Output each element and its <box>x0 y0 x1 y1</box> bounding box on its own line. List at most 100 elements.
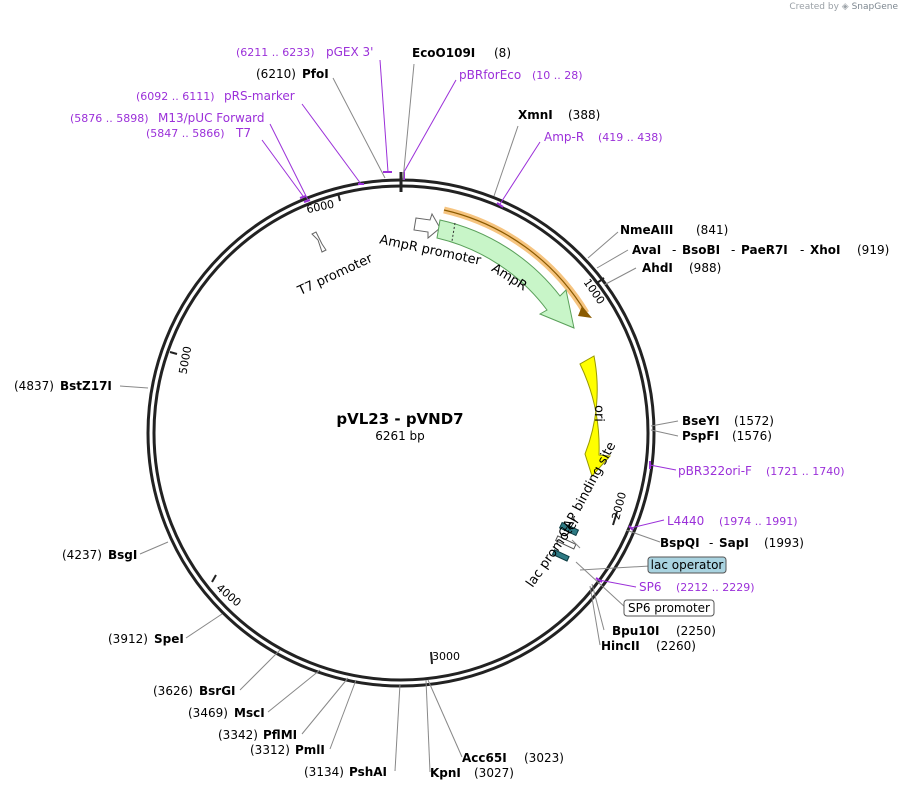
primer-mark-t7 <box>299 195 307 199</box>
leader-bseyi <box>650 420 679 427</box>
enzyme-bpu10i-pos: (2250) <box>676 624 716 638</box>
enzyme-acc65i-name: Acc65I <box>462 751 507 765</box>
enzyme-spei-pos: (3912) <box>108 632 148 646</box>
leader-pfoi <box>332 77 386 179</box>
enzyme-xmni-name: XmnI <box>518 108 553 122</box>
sep-3: - <box>800 243 804 257</box>
leader-lacop <box>579 565 651 571</box>
enzyme-xhoi-name: XhoI <box>810 243 841 257</box>
leader-ahdi <box>603 267 637 286</box>
plasmid-name: pVL23 - pVND7 <box>336 410 463 428</box>
leader-t7 <box>261 139 304 197</box>
primer-m13-range: (5876 .. 5898) <box>70 112 149 125</box>
leader-pgex <box>379 59 389 173</box>
primer-pbr322ori-name: pBR322ori-F <box>678 464 752 478</box>
cap-binding-site-box <box>558 521 580 537</box>
leader-pbr322ori <box>649 464 677 471</box>
sep-2: - <box>731 243 735 257</box>
leader-pflmi <box>301 677 349 735</box>
enzyme-sapi-name: SapI <box>719 536 749 550</box>
enzyme-pfoi-name: PfoI <box>302 67 329 81</box>
sep-1: - <box>672 243 676 257</box>
enzyme-bsrgi-name: BsrGI <box>199 684 236 698</box>
primer-l4440-range: (1974 .. 1991) <box>719 515 798 528</box>
enzyme-nmeaiii-pos: (841) <box>696 223 728 237</box>
enzyme-pshai-name: PshAI <box>349 765 387 779</box>
leader-spei <box>185 613 223 639</box>
leader-bsrgi <box>239 649 281 691</box>
enzyme-bseyi-name: BseYI <box>682 414 720 428</box>
leader-cap <box>571 539 581 549</box>
leader-hincii <box>589 585 601 646</box>
leader-pspfi <box>650 429 679 437</box>
enzyme-paer7i-name: PaeR7I <box>741 243 788 257</box>
enzyme-msci-name: MscI <box>234 706 265 720</box>
enzyme-pflmi-name: PflMI <box>263 728 297 742</box>
lac-operator-box <box>551 549 570 562</box>
lac-operator-label-box <box>647 556 727 574</box>
primer-l4440-name: L4440 <box>667 514 704 528</box>
credit-prefix: Created by <box>789 2 839 12</box>
enzyme-nmeaiii-name: NmeAIII <box>620 223 673 237</box>
enzyme-bsgi-pos: (4237) <box>62 548 102 562</box>
primer-mark-m13 <box>303 199 311 203</box>
primer-sp6-range: (2212 .. 2229) <box>676 581 755 594</box>
credit-brand: SnapGene <box>851 2 898 12</box>
enzyme-pshai-pos: (3134) <box>304 765 344 779</box>
enzyme-bstz17i-pos: (4837) <box>14 379 54 393</box>
enzyme-pflmi-pos: (3342) <box>218 728 258 742</box>
leader-pbrforeco <box>403 79 457 173</box>
tick-label-3000: 3000 <box>432 650 460 663</box>
leader-ampr-primer <box>499 141 541 205</box>
enzyme-acc65i-pos: (3023) <box>524 751 564 765</box>
leader-acc65i <box>427 679 463 758</box>
primer-mark-ampr <box>496 202 504 208</box>
primer-m13-name: M13/pUC Forward <box>158 111 265 125</box>
enzyme-bsobi-name: BsoBI <box>682 243 720 257</box>
tick-label-6000: 6000 <box>305 198 335 217</box>
leader-nmeaiii <box>587 231 619 259</box>
enzyme-pmli-name: PmlI <box>295 743 325 757</box>
ampr-orf-arrowhead <box>578 306 592 318</box>
enzyme-kpni-name: KpnI <box>430 766 461 780</box>
enzyme-ahdi-pos: (988) <box>689 261 721 275</box>
primer-prs-range: (6092 .. 6111) <box>136 90 215 103</box>
enzyme-bsgi-name: BsgI <box>108 548 137 562</box>
enzyme-kpni-pos: (3027) <box>474 766 514 780</box>
enzyme-bsrgi-pos: (3626) <box>153 684 193 698</box>
primer-sp6-name: SP6 <box>639 580 662 594</box>
leader-bsgi <box>139 541 169 555</box>
primer-pbrforeco-range: (10 .. 28) <box>532 69 583 82</box>
tick-4000 <box>211 574 217 583</box>
enzyme-ecoo109i-name: EcoO109I <box>412 46 475 60</box>
tick-1000 <box>596 277 605 284</box>
t7-promoter-arrow <box>311 231 327 253</box>
leader-sp6prom <box>575 561 627 609</box>
sp6-promoter-label: SP6 promoter <box>628 601 710 615</box>
leader-bstz17i <box>119 385 149 389</box>
primer-ampr-name: Amp-R <box>544 130 584 144</box>
enzyme-bseyi-pos: (1572) <box>734 414 774 428</box>
tick-6000 <box>337 192 341 202</box>
primer-prs-name: pRS-marker <box>224 89 295 103</box>
enzyme-bpu10i-name: Bpu10I <box>612 624 659 638</box>
leader-bpu10i <box>591 583 605 631</box>
leader-l4440 <box>630 519 665 529</box>
tick-label-4000: 4000 <box>214 581 244 609</box>
enzyme-avai-name: AvaI <box>632 243 661 257</box>
leader-kpni <box>425 679 431 773</box>
enzyme-pspfi-pos: (1576) <box>732 429 772 443</box>
leader-msci <box>267 669 321 713</box>
enzyme-leaders <box>119 63 679 773</box>
enzyme-bstz17i-name: BstZ17I <box>60 379 112 393</box>
primer-t7-range: (5847 .. 5866) <box>146 127 225 140</box>
enzyme-hincii-name: HincII <box>601 639 640 653</box>
tick-2000 <box>612 511 618 526</box>
enzyme-sapi-pos: (1993) <box>764 536 804 550</box>
primer-pbrforeco-name: pBRforEco <box>459 68 521 82</box>
leader-pmli <box>329 679 357 750</box>
enzyme-bspqi-name: BspQI <box>660 536 700 550</box>
ampr-promoter-divider <box>451 222 456 242</box>
sep-4: - <box>709 536 713 550</box>
